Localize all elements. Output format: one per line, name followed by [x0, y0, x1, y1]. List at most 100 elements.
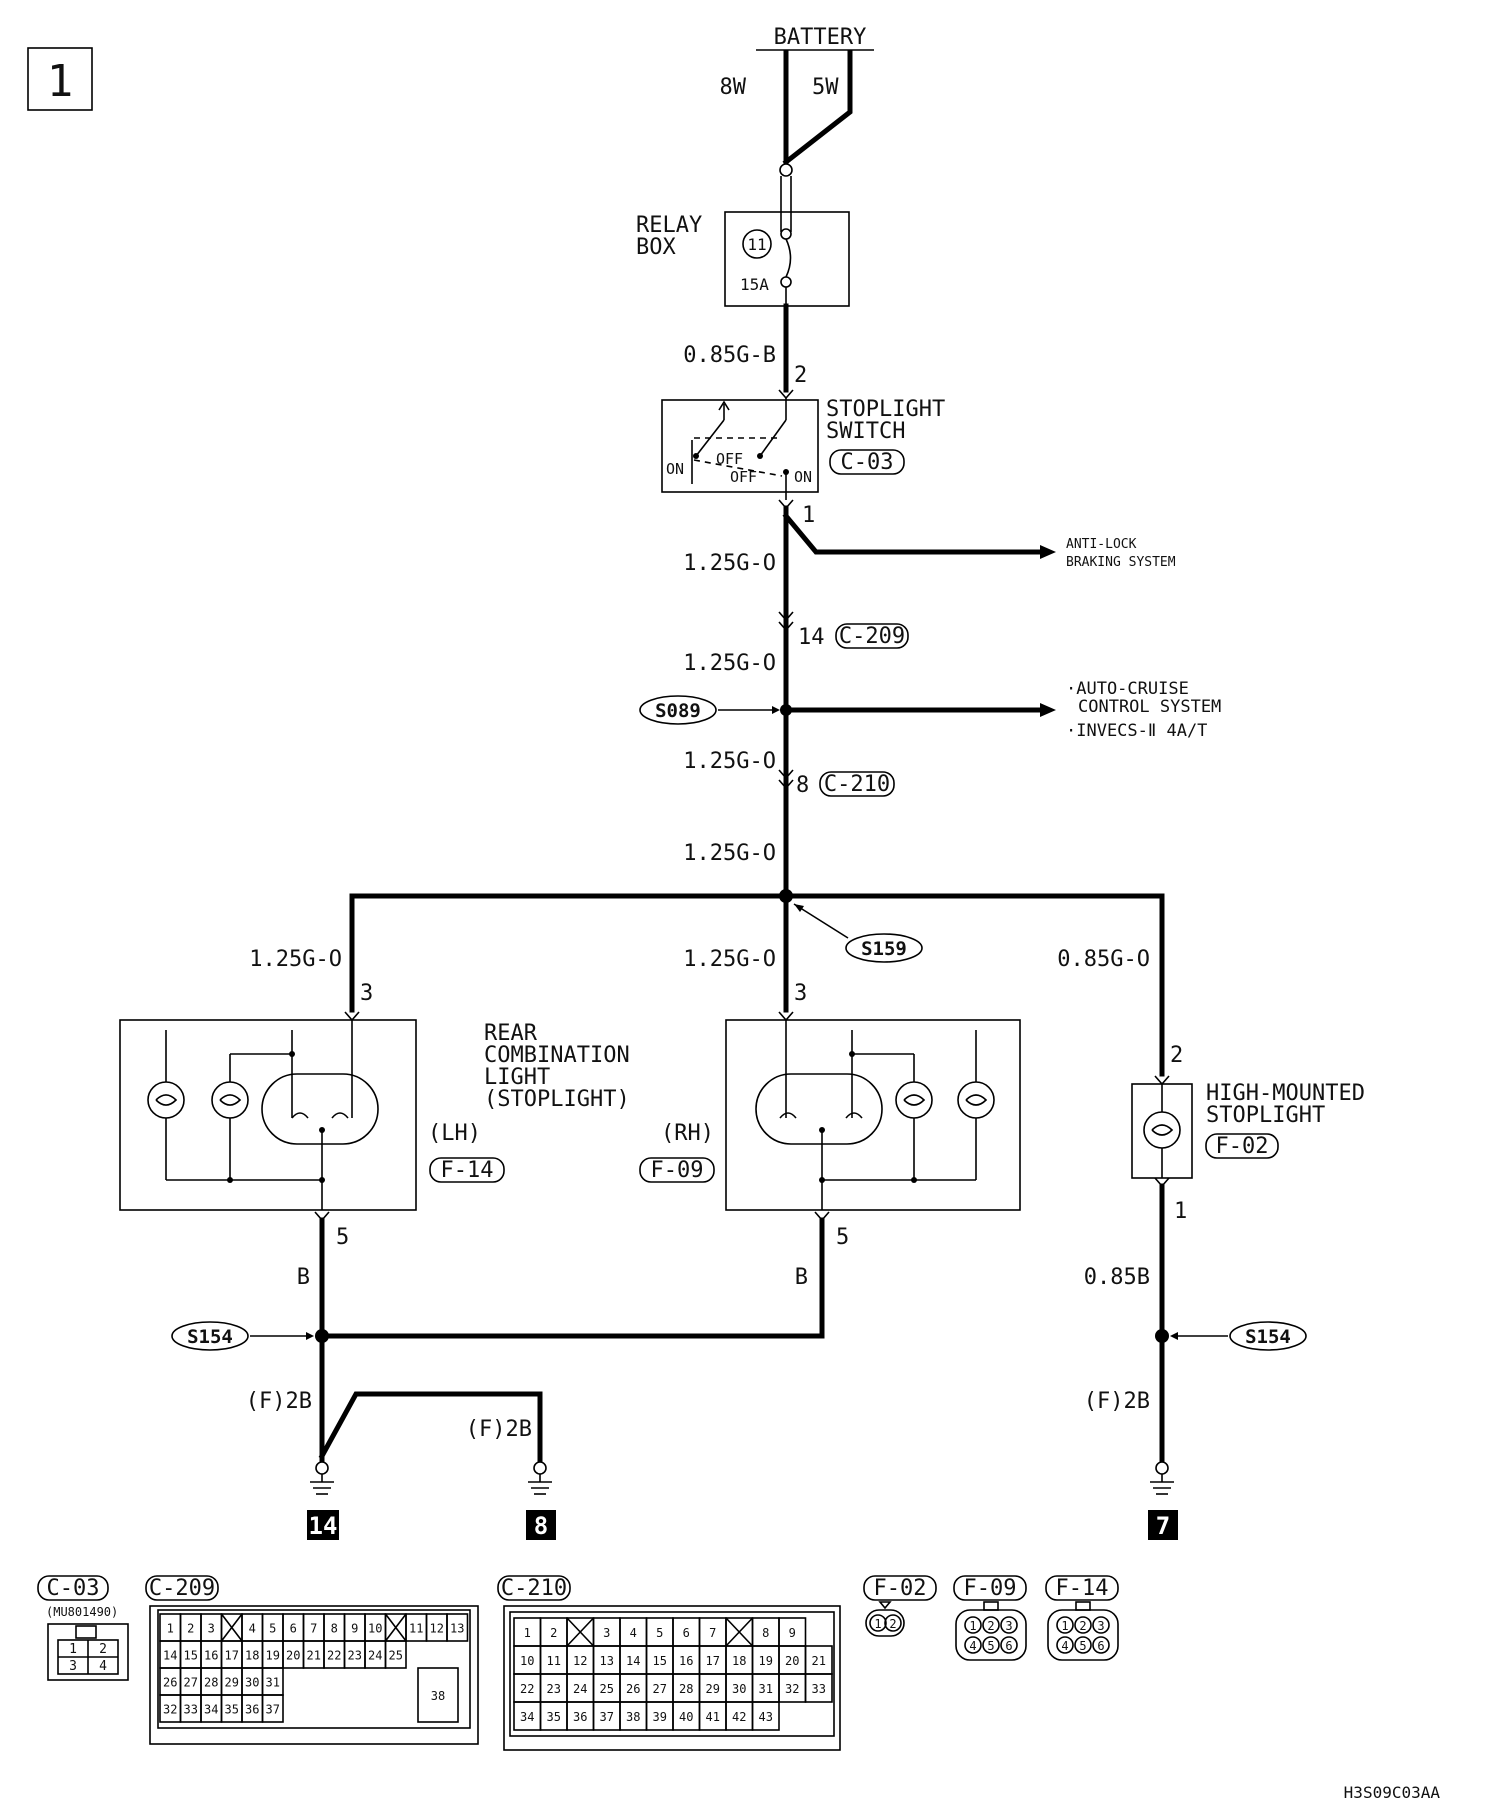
c210-pin-39: 39: [653, 1710, 667, 1724]
f14-pin-6: 6: [1097, 1639, 1104, 1653]
wire-label-relay-to-switch: 0.85G-B: [683, 343, 776, 368]
c209-arrow-b: [778, 621, 794, 632]
c209-pin-19: 19: [266, 1649, 280, 1663]
switch-off-1: OFF: [716, 450, 743, 468]
c210-pin-18: 18: [732, 1654, 746, 1668]
rh-stop-bulb: [755, 1073, 883, 1145]
s154-left-dot: [315, 1329, 329, 1343]
f09-pin-circle-2: [982, 1616, 1000, 1634]
s154-right-pointer-head: [1170, 1332, 1178, 1340]
c210-badge: [819, 771, 895, 797]
c209-pin-26: 26: [163, 1676, 177, 1690]
c209-pin-29: 29: [225, 1676, 239, 1690]
rh-pin-in: 3: [794, 981, 807, 1006]
c210-pin-27: 27: [653, 1682, 667, 1696]
wire-label-c209-out: 1.25G-O: [683, 651, 776, 676]
f14-pin-3: 3: [1097, 1619, 1104, 1633]
lh-stop-bulb: [261, 1073, 379, 1145]
c210-pin-8: 8: [762, 1626, 769, 1640]
switch-label-1: STOPLIGHT: [826, 397, 945, 422]
c210-pin-21: 21: [812, 1654, 826, 1668]
f09-pin-6: 6: [1005, 1639, 1012, 1653]
c210-pin-41: 41: [706, 1710, 720, 1724]
c209-pin-7: 7: [310, 1622, 317, 1636]
rh-bulb-1-filament: [903, 1094, 926, 1106]
rh-stop-filament-b: [845, 1112, 863, 1119]
c209-pin-11: 11: [409, 1622, 423, 1636]
rear-combination-rh: [725, 1019, 1021, 1211]
lh-stop-filament-b: [331, 1112, 349, 1119]
ground-14-badge: [307, 1510, 339, 1540]
rh-node-1: [849, 1051, 855, 1057]
fuse-number-circle: [742, 229, 772, 259]
lh-connector-badge: [429, 1157, 505, 1183]
switch-link-2: [693, 459, 783, 477]
wire-label-ground-lh: (F)2B: [246, 1389, 312, 1414]
s154-left-pointer-head: [306, 1332, 314, 1340]
f09-pin-3: 3: [1005, 1619, 1012, 1633]
c209-pin-2: 2: [187, 1622, 194, 1636]
c210-pin-42: 42: [732, 1710, 746, 1724]
c209-pin-13: 13: [450, 1622, 464, 1636]
c209-pin-18: 18: [245, 1649, 259, 1663]
hm-pin-in: 2: [1170, 1043, 1183, 1068]
f14-pin-circle-3: [1092, 1616, 1110, 1634]
c209-pin-38: 38: [431, 1689, 445, 1703]
f14-view-title: F-14: [1056, 1576, 1109, 1601]
lh-connector: F-14: [441, 1158, 494, 1183]
c210-pin-31: 31: [759, 1682, 773, 1696]
c209-pin-30: 30: [245, 1676, 259, 1690]
wire-label-hm-ground: 0.85B: [1084, 1265, 1150, 1290]
c209-view-badge: [145, 1575, 219, 1601]
switch-pivot-left: [693, 453, 699, 459]
switch-pivot-right: [757, 453, 763, 459]
ground-8-badge: [526, 1510, 556, 1540]
rh-node-4: [819, 1177, 825, 1183]
switch-connector-badge: [829, 449, 905, 475]
switch-off-2: OFF: [730, 468, 757, 486]
c209-pin-28: 28: [204, 1676, 218, 1690]
c210-pin-3: 3: [603, 1626, 610, 1640]
c209-badge: [835, 623, 909, 649]
s089-badge: [639, 695, 717, 725]
fuse-element: [785, 238, 792, 278]
hm-label-1: HIGH-MOUNTED: [1206, 1081, 1365, 1106]
cruise-label-3: ·INVECS-Ⅱ 4A/T: [1066, 721, 1207, 741]
wire-label-switch-out: 1.25G-O: [683, 551, 776, 576]
switch-on-terminal: [783, 469, 789, 475]
f09-pin-circle-5: [982, 1636, 1000, 1654]
lh-label: (LH): [428, 1121, 481, 1146]
switch-pin-out: 1: [802, 503, 815, 528]
lh-in-arrow: [344, 1011, 360, 1022]
rear-combination-label-2: COMBINATION: [484, 1043, 630, 1068]
switch-label-2: SWITCH: [826, 419, 905, 444]
c209-pin-38-cell: [417, 1667, 459, 1723]
c209-pin-37: 37: [266, 1703, 280, 1717]
c210-arrow-a: [778, 769, 794, 780]
f09-pin-4: 4: [969, 1639, 976, 1653]
rear-combination-label-3: LIGHT: [484, 1065, 550, 1090]
c210-pin-blank-0-8-blank: [725, 1617, 754, 1647]
c209-pin-34: 34: [204, 1703, 218, 1717]
f02-pin-1: 1: [874, 1617, 881, 1631]
c210-pin-2: 2: [550, 1626, 557, 1640]
c209-pin-6: 6: [290, 1622, 297, 1636]
s154-right-dot: [1155, 1329, 1169, 1343]
c210-pin-12: 12: [573, 1654, 587, 1668]
lh-bulb-1: [147, 1081, 185, 1119]
s089-label: S089: [655, 700, 701, 722]
c210-pin-34: 34: [520, 1710, 534, 1724]
lh-stop-filament-a: [291, 1112, 309, 1119]
hm-in-arrow: [1154, 1075, 1170, 1086]
c210-pin-13: 13: [600, 1654, 614, 1668]
cruise-label-1: ·AUTO-CRUISE: [1066, 679, 1189, 699]
rh-bulb-1: [895, 1081, 933, 1119]
lh-bulb-2-filament: [219, 1094, 242, 1106]
f14-pin-4: 4: [1061, 1639, 1068, 1653]
c210-pin-38: 38: [626, 1710, 640, 1724]
c209-pin-blank-0-3-blank: [220, 1613, 243, 1642]
c03-view-title: C-03: [47, 1576, 100, 1601]
hm-connector-badge: [1205, 1133, 1279, 1159]
battery-label: BATTERY: [774, 25, 867, 50]
